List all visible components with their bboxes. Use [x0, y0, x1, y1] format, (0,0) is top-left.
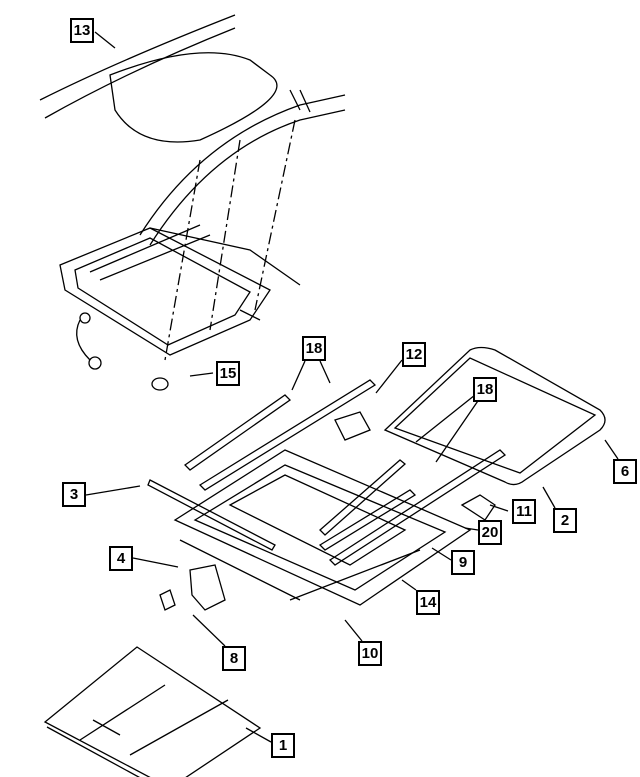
- callout-4: 4: [109, 546, 133, 571]
- callout-6: 6: [613, 459, 637, 484]
- motor-part: [159, 564, 226, 611]
- glass-panel-part: [383, 346, 606, 486]
- roof-panel-part: [39, 14, 346, 246]
- callout-10: 10: [358, 641, 382, 666]
- callout-3: 3: [62, 482, 86, 507]
- sunroof-frame-part: [173, 449, 472, 606]
- callout-18-right: 18: [473, 377, 497, 402]
- callout-1: 1: [271, 733, 295, 758]
- callout-14: 14: [416, 590, 440, 615]
- callout-11: 11: [512, 499, 536, 524]
- callout-13: 13: [70, 18, 94, 43]
- callout-15: 15: [216, 361, 240, 386]
- bracket-part-11: [460, 494, 496, 521]
- installed-sunroof-assembly: [59, 224, 301, 370]
- callout-8: 8: [222, 646, 246, 671]
- callout-2: 2: [553, 508, 577, 533]
- alignment-guide-lines: [164, 119, 296, 361]
- callout-12: 12: [402, 342, 426, 367]
- leader-lines: [85, 31, 619, 743]
- nut-part-15: [151, 377, 169, 391]
- headliner-panel-part: [43, 646, 262, 777]
- callout-9: 9: [451, 550, 475, 575]
- callout-20: 20: [478, 520, 502, 545]
- bracket-part: [334, 411, 371, 441]
- callout-18-upper: 18: [302, 336, 326, 361]
- rails-and-seals: [147, 379, 507, 566]
